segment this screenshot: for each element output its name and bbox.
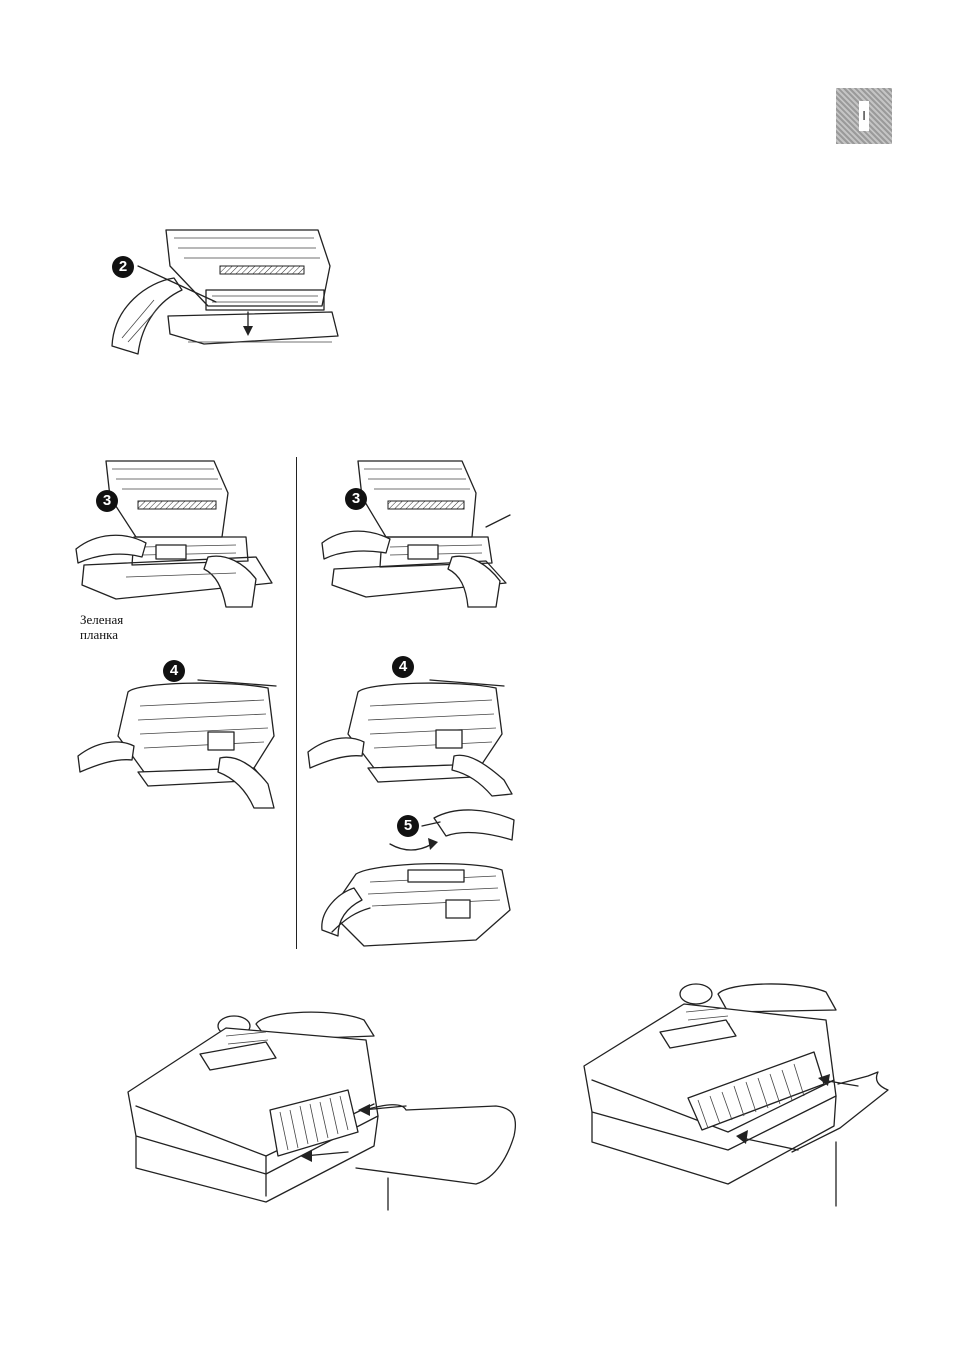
caption-line-2: планка [80, 627, 123, 642]
fax-ribbon-install-left [76, 457, 288, 607]
fax-ribbon-install-right [316, 457, 512, 607]
step-3-left-marker: 3 [96, 490, 118, 512]
section-tab-label: I [859, 101, 869, 131]
fax-paper-insert [578, 980, 890, 1206]
caption-line-1: Зеленая [80, 612, 123, 627]
step-4-left-marker: 4 [163, 660, 185, 682]
fax-close-cover-right [308, 676, 516, 798]
step-3-right-marker: 3 [345, 488, 367, 510]
column-divider [296, 457, 297, 949]
fax-close-cover-left [78, 676, 280, 812]
green-bar-caption: Зеленая планка [80, 612, 123, 642]
step-5-marker: 5 [397, 815, 419, 837]
step-2-marker: 2 [112, 256, 134, 278]
step-4-right-marker: 4 [392, 656, 414, 678]
fax-paper-tray-wire [116, 1006, 524, 1210]
section-tab: I [836, 88, 892, 144]
fax-open-cover-illustration [108, 226, 340, 360]
